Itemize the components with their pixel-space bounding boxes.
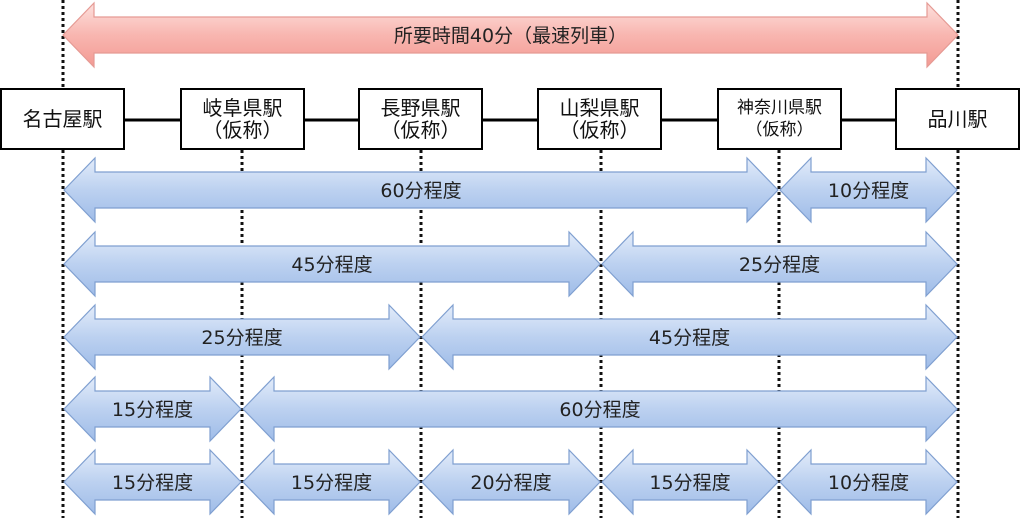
station-box: 神奈川県駅（仮称） xyxy=(717,88,842,150)
double-arrow-shape xyxy=(63,375,242,443)
travel-time-label: 15分程度 xyxy=(291,472,372,494)
segment-arrow: 45分程度 xyxy=(421,303,958,371)
segment-arrow: 25分程度 xyxy=(601,230,958,298)
segment-arrow: 10分程度 xyxy=(779,448,958,516)
station-tentative-label: （仮称） xyxy=(745,120,814,140)
travel-time-label: 所要時間40分（最速列車） xyxy=(394,25,627,47)
station-box: 長野県駅（仮称） xyxy=(358,88,483,150)
station-name: 岐阜県駅 xyxy=(202,96,283,120)
station-tentative-label: （仮称） xyxy=(202,118,283,142)
double-arrow-shape xyxy=(779,448,958,516)
travel-time-label: 25分程度 xyxy=(739,254,820,276)
travel-time-label: 15分程度 xyxy=(649,472,730,494)
express-arrow: 所要時間40分（最速列車） xyxy=(62,1,959,69)
double-arrow-shape xyxy=(63,448,242,516)
station-box: 名古屋駅 xyxy=(0,88,125,150)
station-name: 名古屋駅 xyxy=(22,107,103,131)
travel-time-label: 15分程度 xyxy=(112,472,193,494)
segment-arrow: 45分程度 xyxy=(63,230,601,298)
double-arrow-shape xyxy=(63,156,779,224)
travel-time-label: 25分程度 xyxy=(201,327,282,349)
station-tentative-label: （仮称） xyxy=(559,118,640,142)
travel-time-label: 45分程度 xyxy=(291,254,372,276)
station-name: 長野県駅 xyxy=(380,96,461,120)
travel-time-label: 10分程度 xyxy=(828,472,909,494)
double-arrow-shape xyxy=(63,303,421,371)
travel-time-label: 20分程度 xyxy=(470,472,551,494)
travel-time-label: 60分程度 xyxy=(559,399,640,421)
station-box: 岐阜県駅（仮称） xyxy=(180,88,305,150)
double-arrow-shape xyxy=(421,448,601,516)
segment-arrow: 15分程度 xyxy=(63,448,242,516)
segment-arrow: 25分程度 xyxy=(63,303,421,371)
double-arrow-shape xyxy=(421,303,958,371)
station-name: 山梨県駅 xyxy=(559,96,640,120)
travel-time-label: 60分程度 xyxy=(380,180,461,202)
double-arrow-shape xyxy=(242,375,958,443)
station-box: 山梨県駅（仮称） xyxy=(537,88,662,150)
double-arrow-shape xyxy=(63,230,601,298)
station-name: 品川駅 xyxy=(927,107,988,131)
station-name: 神奈川県駅 xyxy=(737,98,822,118)
double-arrow-shape xyxy=(601,230,958,298)
double-arrow-shape xyxy=(601,448,779,516)
travel-time-label: 45分程度 xyxy=(649,327,730,349)
station-tentative-label: （仮称） xyxy=(380,118,461,142)
double-arrow-shape xyxy=(62,1,959,69)
segment-arrow: 20分程度 xyxy=(421,448,601,516)
segment-arrow: 60分程度 xyxy=(242,375,958,443)
travel-time-label: 15分程度 xyxy=(112,399,193,421)
station-box: 品川駅 xyxy=(895,88,1020,150)
segment-arrow: 15分程度 xyxy=(601,448,779,516)
double-arrow-shape xyxy=(779,156,958,224)
travel-time-label: 10分程度 xyxy=(828,180,909,202)
segment-arrow: 10分程度 xyxy=(779,156,958,224)
double-arrow-shape xyxy=(242,448,421,516)
segment-arrow: 60分程度 xyxy=(63,156,779,224)
segment-arrow: 15分程度 xyxy=(242,448,421,516)
segment-arrow: 15分程度 xyxy=(63,375,242,443)
